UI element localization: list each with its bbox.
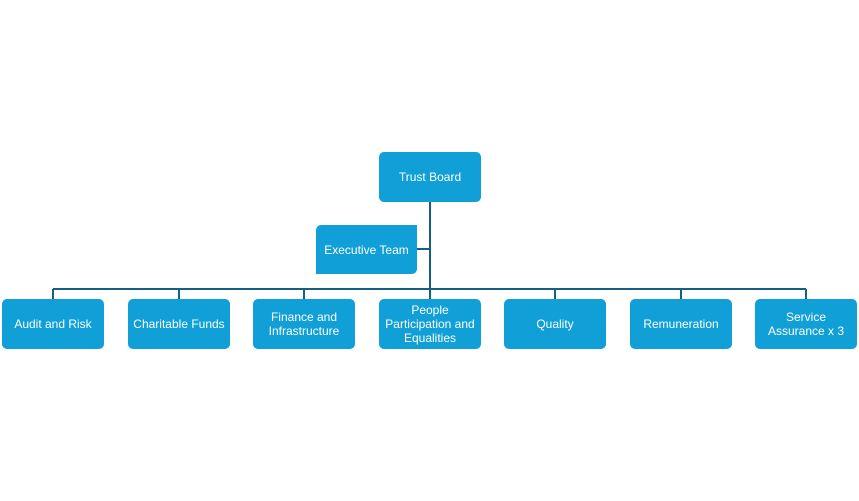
committee-node-people-participation-and-equalities: People Participation and Equalities [379,299,481,349]
committee-node-audit-and-risk: Audit and Risk [2,299,104,349]
node-label: Remuneration [643,317,719,331]
node-label: Finance and Infrastructure [268,310,340,338]
trust-board-node: Trust Board [379,152,481,202]
committee-node-quality: Quality [504,299,606,349]
node-label: People Participation and Equalities [385,303,475,345]
node-label: Executive Team [324,242,409,257]
committee-node-charitable-funds: Charitable Funds [128,299,230,349]
node-label: Trust Board [398,170,462,184]
executive-team-node: Executive Team [316,225,417,274]
node-label: Quality [536,317,574,331]
node-label: Charitable Funds [133,317,225,331]
node-label: Audit and Risk [14,317,92,331]
committee-node-finance-and-infrastructure: Finance and Infrastructure [253,299,355,349]
committee-node-remuneration: Remuneration [630,299,732,349]
node-label: Service Assurance x 3 [767,310,845,338]
committee-node-service-assurance: Service Assurance x 3 [755,299,857,349]
